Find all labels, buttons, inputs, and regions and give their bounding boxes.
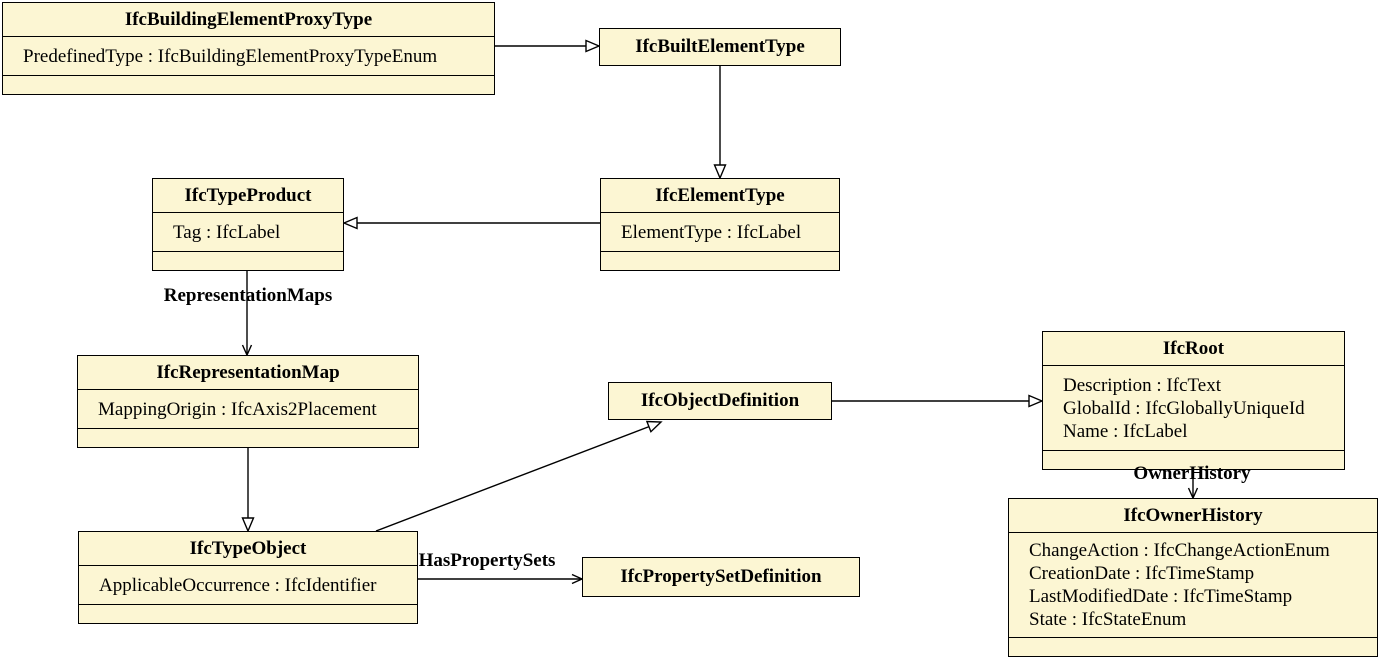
open-arrowhead: [241, 344, 253, 357]
class-attribute: ChangeAction : IfcChangeActionEnum: [1029, 540, 1330, 561]
open-arrowhead: [1187, 487, 1199, 500]
class-operations-empty: [601, 252, 839, 270]
class-title: IfcBuildingElementProxyType: [3, 3, 494, 37]
hollow-triangle-arrowhead: [241, 517, 255, 533]
class-attribute: State : IfcStateEnum: [1029, 609, 1187, 630]
class-box-built-element-type: IfcBuiltElementType: [599, 28, 841, 66]
edge-label-representation-maps: RepresentationMaps: [163, 285, 333, 306]
class-attribute: GlobalId : IfcGloballyUniqueId: [1063, 397, 1305, 419]
class-attribute: Description : IfcText: [1063, 374, 1222, 396]
hollow-triangle-arrowhead: [585, 39, 601, 53]
class-attribute: CreationDate : IfcTimeStamp: [1029, 563, 1255, 584]
open-arrowhead: [571, 573, 584, 585]
class-box-building-element-proxy-type: IfcBuildingElementProxyType PredefinedTy…: [2, 2, 495, 95]
class-box-property-set-definition: IfcPropertySetDefinition: [582, 557, 860, 597]
hollow-triangle-arrowhead: [713, 164, 727, 180]
class-attribute: MappingOrigin : IfcAxis2Placement: [98, 398, 377, 420]
class-attribute: PredefinedType : IfcBuildingElementProxy…: [23, 45, 438, 67]
class-title: IfcObjectDefinition: [640, 390, 800, 411]
class-attributes: Tag : IfcLabel: [153, 213, 343, 252]
hollow-triangle-arrowhead: [645, 420, 663, 433]
class-attribute: Name : IfcLabel: [1063, 420, 1188, 442]
class-title: IfcPropertySetDefinition: [620, 566, 822, 587]
hollow-triangle-arrowhead: [342, 216, 358, 230]
class-attribute: ApplicableOccurrence : IfcIdentifier: [99, 574, 377, 596]
class-operations-empty: [3, 76, 494, 94]
class-title: IfcElementType: [601, 179, 839, 213]
class-operations-empty: [153, 252, 343, 270]
edge-label-owner-history: OwnerHistory: [1133, 463, 1251, 484]
class-operations-empty: [78, 429, 418, 447]
class-title: IfcOwnerHistory: [1009, 499, 1377, 533]
class-box-object-definition: IfcObjectDefinition: [608, 382, 832, 420]
class-title: IfcBuiltElementType: [635, 36, 805, 57]
class-box-type-object: IfcTypeObject ApplicableOccurrence : Ifc…: [78, 531, 418, 624]
class-attributes: Description : IfcText GlobalId : IfcGlob…: [1043, 366, 1344, 451]
class-attribute: ElementType : IfcLabel: [621, 221, 802, 243]
class-attribute: Tag : IfcLabel: [173, 221, 281, 243]
class-attributes: ElementType : IfcLabel: [601, 213, 839, 252]
class-title: IfcRoot: [1043, 332, 1344, 366]
class-attributes: ApplicableOccurrence : IfcIdentifier: [79, 566, 417, 605]
class-operations-empty: [1009, 638, 1377, 656]
class-title: IfcRepresentationMap: [78, 356, 418, 390]
class-attribute: LastModifiedDate : IfcTimeStamp: [1029, 586, 1293, 607]
hollow-triangle-arrowhead: [1028, 394, 1044, 408]
class-box-owner-history: IfcOwnerHistory ChangeAction : IfcChange…: [1008, 498, 1378, 657]
class-attributes: MappingOrigin : IfcAxis2Placement: [78, 390, 418, 429]
class-box-element-type: IfcElementType ElementType : IfcLabel: [600, 178, 840, 271]
class-title: IfcTypeObject: [79, 532, 417, 566]
class-box-representation-map: IfcRepresentationMap MappingOrigin : Ifc…: [77, 355, 419, 448]
class-title: IfcTypeProduct: [153, 179, 343, 213]
class-box-root: IfcRoot Description : IfcText GlobalId :…: [1042, 331, 1345, 470]
edge-label-has-property-sets: HasPropertySets: [418, 550, 556, 571]
class-attributes: ChangeAction : IfcChangeActionEnum Creat…: [1009, 533, 1377, 638]
class-box-type-product: IfcTypeProduct Tag : IfcLabel: [152, 178, 344, 271]
class-attributes: PredefinedType : IfcBuildingElementProxy…: [3, 37, 494, 76]
class-operations-empty: [79, 605, 417, 623]
